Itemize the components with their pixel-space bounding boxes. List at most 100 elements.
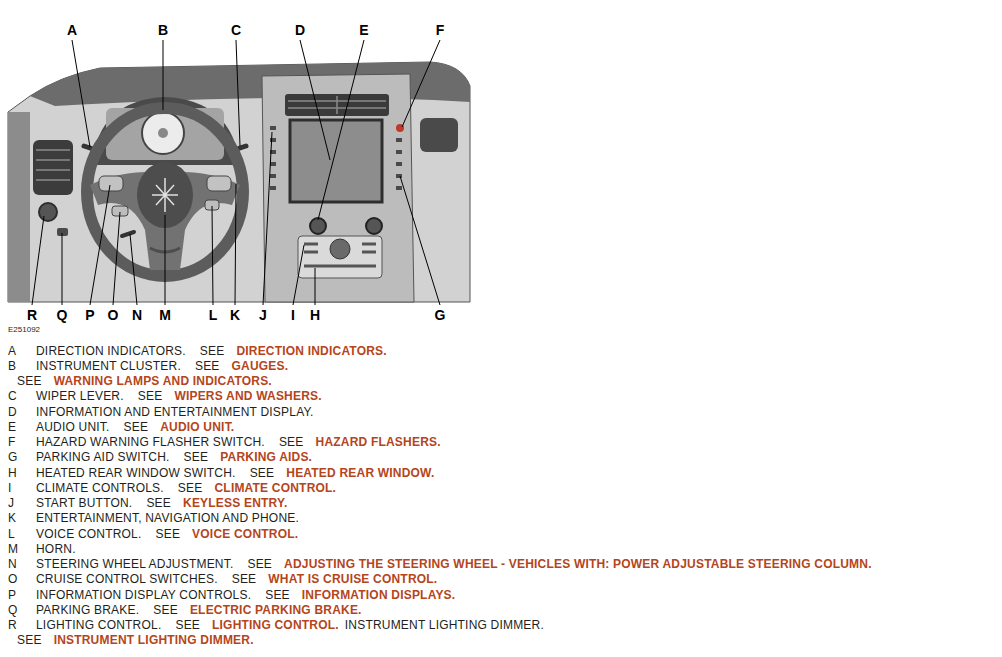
see-reference: SEE	[153, 603, 178, 618]
item-description: WIPER LEVER.	[36, 389, 124, 404]
leader-line	[32, 216, 44, 305]
item-description: ENTERTAINMENT, NAVIGATION AND PHONE.	[36, 511, 299, 526]
lighting-knob	[39, 203, 57, 221]
see-reference: SEE	[146, 496, 171, 511]
reference-link: LIGHTING CONTROL.	[212, 618, 339, 633]
leader-line	[113, 212, 120, 305]
callout-wrapper: L	[209, 307, 218, 323]
item-letter: O	[8, 572, 36, 587]
leader-line	[165, 215, 166, 305]
leader-line	[300, 40, 330, 160]
figure-code-wrapper: E251092	[8, 325, 40, 335]
reference-link: WARNING LAMPS AND INDICATORS.	[54, 374, 272, 389]
callout-wrapper: H	[310, 307, 320, 323]
item-letter: K	[8, 511, 36, 526]
legend-row: BINSTRUMENT CLUSTER.SEEGAUGES.	[8, 359, 288, 374]
reference-link: WHAT IS CRUISE CONTROL.	[268, 572, 437, 587]
item-letter: E	[8, 420, 36, 435]
leader-line	[236, 40, 240, 146]
leader-line	[318, 40, 364, 220]
see-reference: SEE	[200, 344, 225, 359]
callout-wrapper: M	[159, 307, 171, 323]
door-panel	[8, 112, 30, 302]
see-reference: SEE	[279, 435, 304, 450]
callout-wrapper: O	[108, 307, 119, 323]
see-reference: SEE	[17, 633, 42, 648]
legend-row: MHORN.	[8, 542, 76, 557]
leader-line	[62, 233, 63, 305]
see-reference: SEE	[178, 481, 203, 496]
leader-line	[235, 184, 236, 305]
callout-letter: C	[231, 22, 241, 38]
callout-wrapper: B	[158, 22, 168, 38]
see-reference: SEE	[184, 450, 209, 465]
legend-row: NSTEERING WHEEL ADJUSTMENT.SEEADJUSTING …	[8, 557, 872, 572]
callout-letter: O	[108, 307, 119, 323]
item-description: DIRECTION INDICATORS.	[36, 344, 186, 359]
callout-letter: Q	[57, 307, 68, 323]
see-reference: SEE	[175, 618, 200, 633]
item-description: CRUISE CONTROL SWITCHES.	[36, 572, 218, 587]
reference-link: AUDIO UNIT.	[160, 420, 234, 435]
leader-line	[315, 268, 316, 305]
item-description: VOICE CONTROL.	[36, 527, 141, 542]
dashboard-body	[8, 62, 470, 302]
item-letter: M	[8, 542, 36, 557]
vent-slats	[36, 150, 70, 180]
climate-knob	[330, 239, 350, 259]
callout-letter: G	[435, 307, 446, 323]
callout-wrapper: I	[291, 307, 295, 323]
touch-screen	[290, 120, 382, 202]
callout-wrapper: A	[67, 22, 77, 38]
item-letter: L	[8, 527, 36, 542]
item-description: START BUTTON.	[36, 496, 132, 511]
audio-knob	[310, 218, 326, 234]
callout-letter: H	[310, 307, 320, 323]
reference-link: ADJUSTING THE STEERING WHEEL - VEHICLES …	[284, 557, 872, 572]
item-letter: I	[8, 481, 36, 496]
item-description: INSTRUMENT CLUSTER.	[36, 359, 181, 374]
item-description: INSTRUMENT LIGHTING DIMMER.	[345, 618, 544, 633]
callout-wrapper: K	[230, 307, 240, 323]
item-letter: G	[8, 450, 36, 465]
reference-link: CLIMATE CONTROL.	[214, 481, 336, 496]
leader-line	[72, 40, 90, 147]
legend-row: EAUDIO UNIT.SEEAUDIO UNIT.	[8, 420, 234, 435]
callout-letter: A	[67, 22, 77, 38]
callout-wrapper: P	[85, 307, 94, 323]
callout-wrapper: Q	[57, 307, 68, 323]
reference-link: INSTRUMENT LIGHTING DIMMER.	[54, 633, 254, 648]
legend-row: FHAZARD WARNING FLASHER SWITCH.SEEHAZARD…	[8, 435, 441, 450]
vent-slats	[288, 96, 386, 114]
item-description: HORN.	[36, 542, 76, 557]
callout-letter: L	[209, 307, 218, 323]
see-reference: SEE	[124, 420, 149, 435]
display-controls	[99, 176, 123, 191]
climate-panel	[298, 236, 382, 278]
item-description: INFORMATION AND ENTERTAINMENT DISPLAY.	[36, 405, 314, 420]
leader-line	[293, 245, 304, 305]
item-description: CLIMATE CONTROLS.	[36, 481, 164, 496]
item-letter: A	[8, 344, 36, 359]
legend-row: SEEWARNING LAMPS AND INDICATORS.	[8, 374, 272, 389]
callout-letter: D	[295, 22, 305, 38]
callout-wrapper: C	[231, 22, 241, 38]
see-reference: SEE	[155, 527, 180, 542]
reference-link: HAZARD FLASHERS.	[316, 435, 441, 450]
reference-link: WIPERS AND WASHERS.	[174, 389, 321, 404]
passenger-vent	[420, 118, 458, 152]
legend-row: DINFORMATION AND ENTERTAINMENT DISPLAY.	[8, 405, 314, 420]
callout-letter: P	[85, 307, 94, 323]
reference-link: KEYLESS ENTRY.	[183, 496, 287, 511]
callout-letter: I	[291, 307, 295, 323]
item-letter: N	[8, 557, 36, 572]
callout-letter: N	[132, 307, 142, 323]
leader-line	[400, 176, 440, 305]
column-adjust	[122, 232, 134, 236]
item-letter: D	[8, 405, 36, 420]
leader-line	[163, 40, 164, 110]
leader-line	[402, 40, 440, 127]
side-buttons	[270, 128, 402, 188]
item-letter: C	[8, 389, 36, 404]
center-dial	[142, 112, 184, 154]
